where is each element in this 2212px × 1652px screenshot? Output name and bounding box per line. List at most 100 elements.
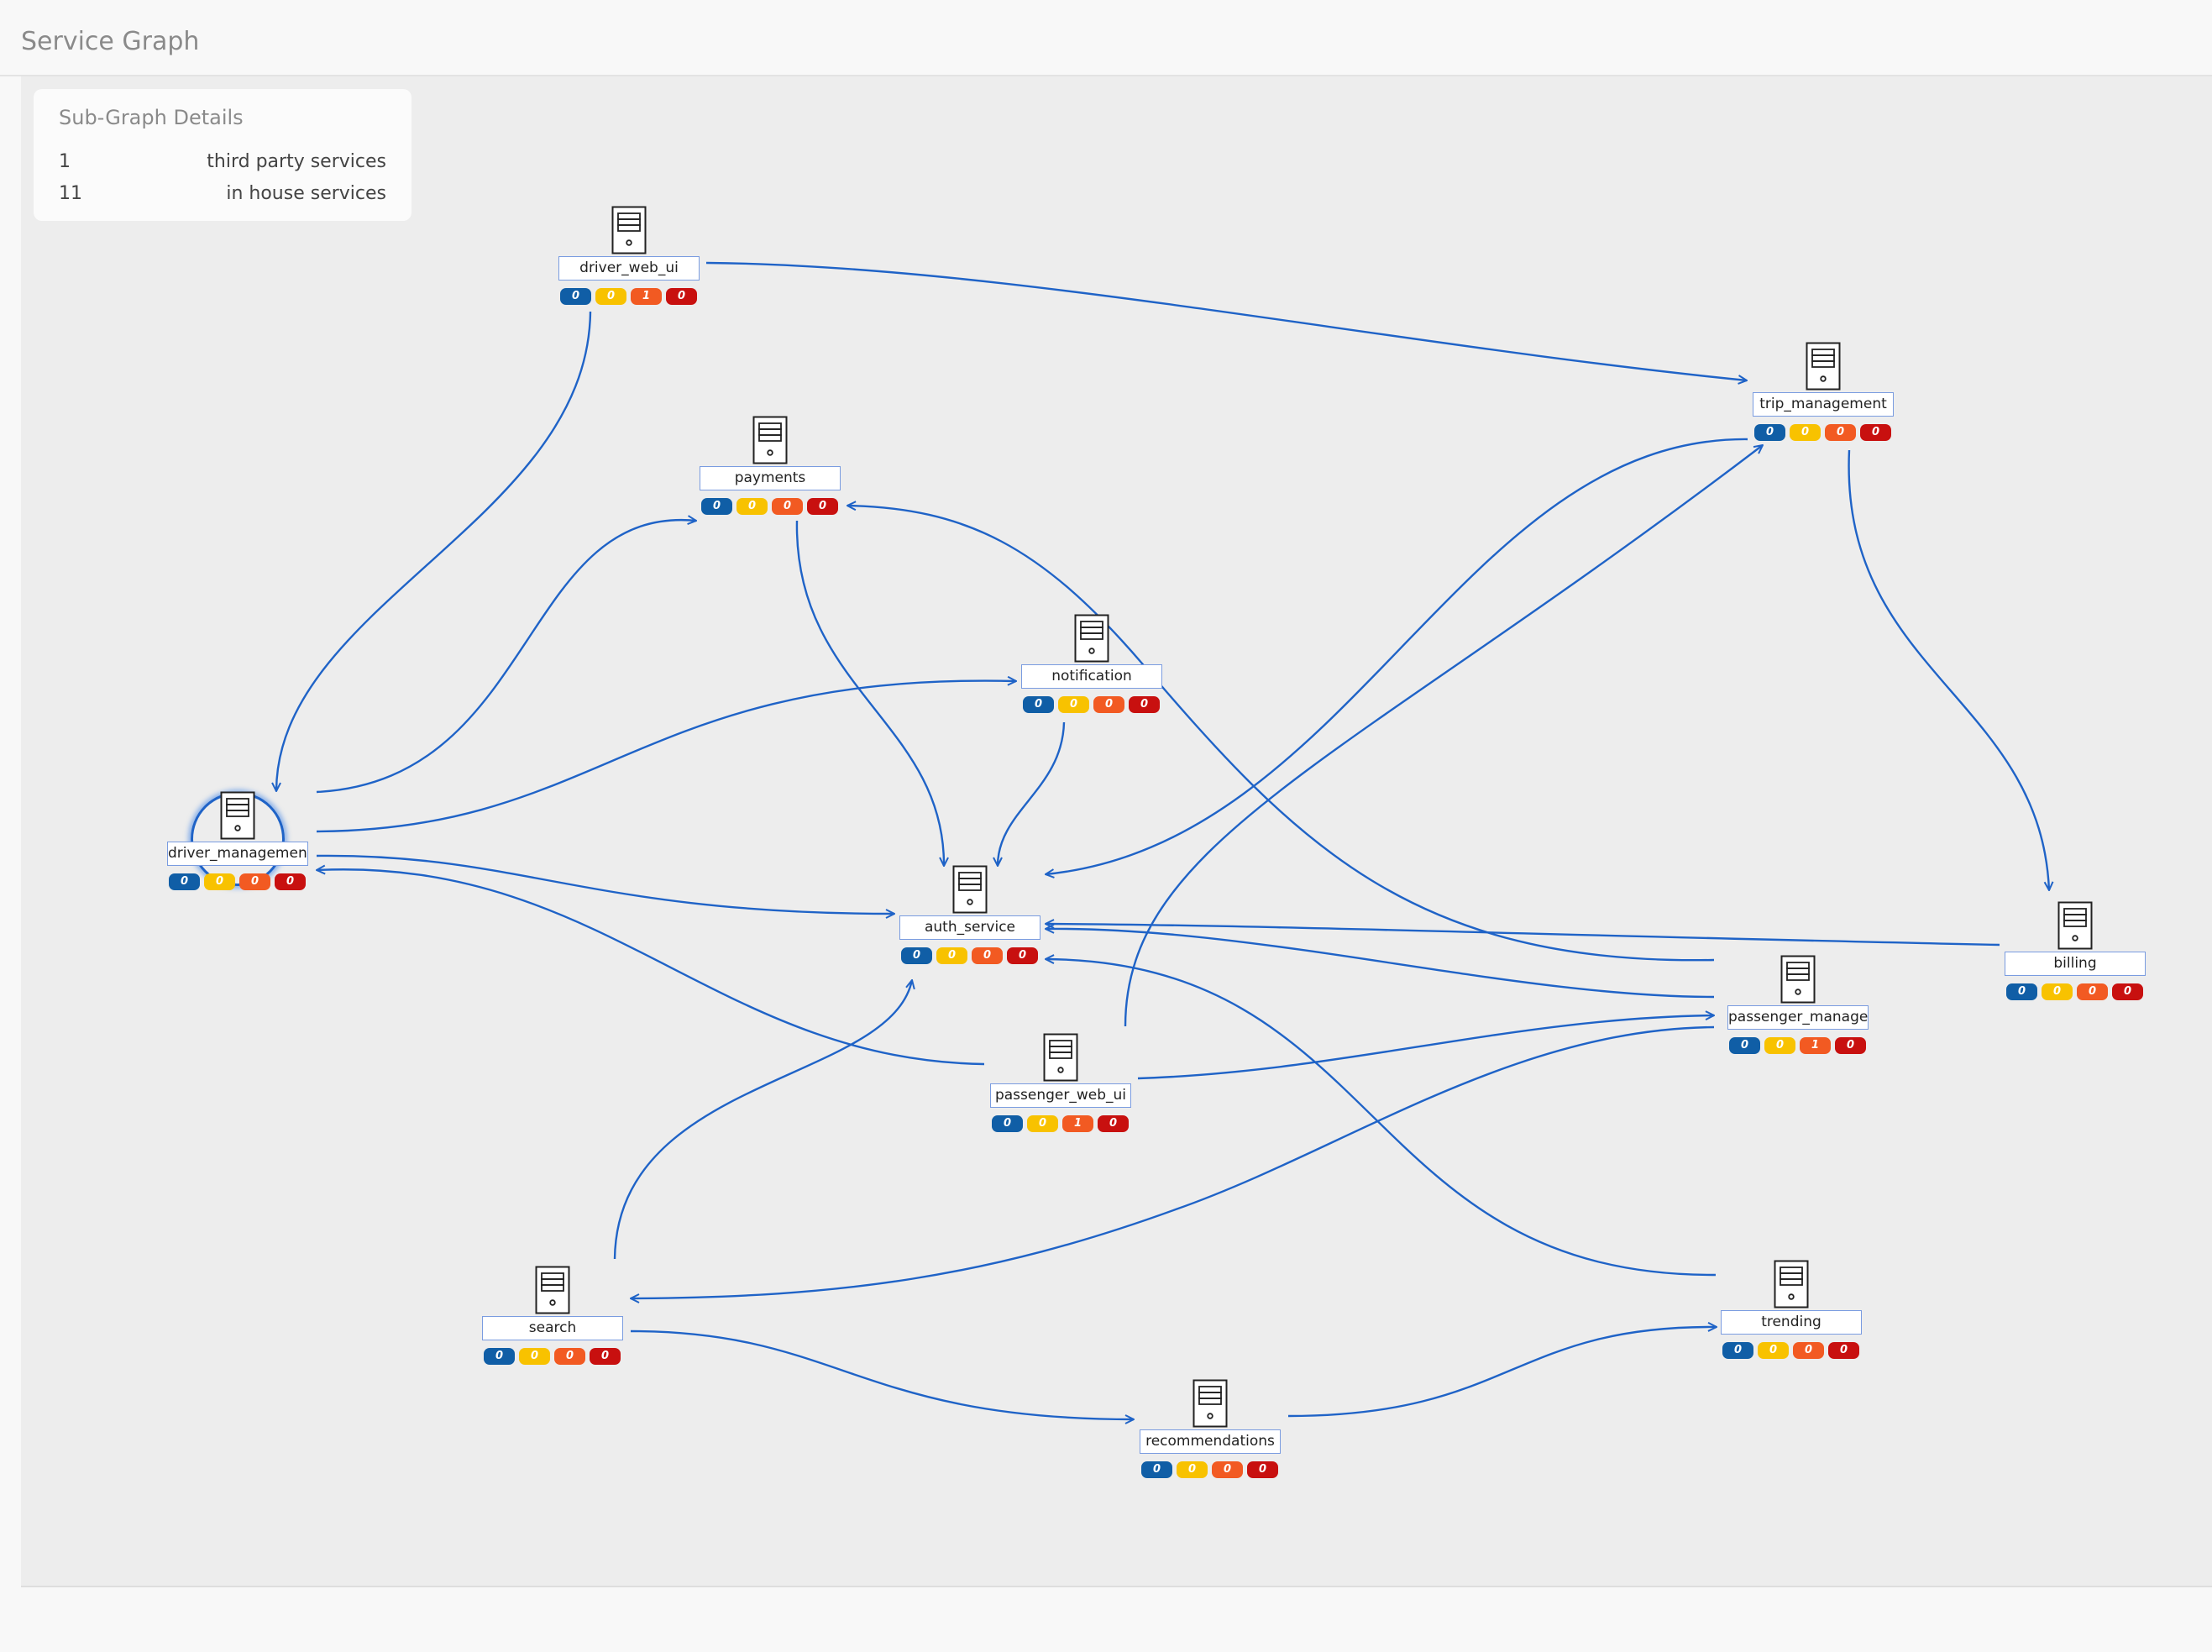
sub-graph-details-panel: Sub-Graph Details 1 third party services… bbox=[34, 89, 411, 221]
node-label[interactable]: trending bbox=[1721, 1310, 1862, 1335]
server-icon[interactable] bbox=[1774, 1260, 1809, 1308]
red-count-badge: 0 bbox=[666, 288, 697, 305]
red-count-badge: 0 bbox=[807, 498, 838, 515]
node-label[interactable]: passenger_web_ui bbox=[990, 1083, 1131, 1108]
server-icon[interactable] bbox=[1192, 1379, 1228, 1428]
third-party-count: 1 bbox=[59, 151, 71, 172]
red-count-badge: 0 bbox=[1007, 947, 1038, 964]
orange-count-badge: 0 bbox=[554, 1348, 585, 1365]
yellow-count-badge: 0 bbox=[1177, 1461, 1208, 1478]
graph-canvas[interactable] bbox=[21, 76, 2212, 1587]
node-label[interactable]: billing bbox=[2005, 952, 2146, 976]
edge-trip_management-to-billing bbox=[1848, 449, 2049, 890]
yellow-count-badge: 0 bbox=[519, 1348, 550, 1365]
red-count-badge: 0 bbox=[1247, 1461, 1278, 1478]
orange-count-badge: 0 bbox=[1093, 696, 1124, 713]
server-icon[interactable] bbox=[2057, 901, 2093, 950]
yellow-count-badge: 0 bbox=[1058, 696, 1089, 713]
red-count-badge: 0 bbox=[1129, 696, 1160, 713]
server-icon[interactable] bbox=[1780, 955, 1816, 1004]
orange-count-badge: 1 bbox=[1800, 1037, 1831, 1054]
blue-count-badge: 0 bbox=[701, 498, 732, 515]
server-icon[interactable] bbox=[752, 416, 788, 464]
yellow-count-badge: 0 bbox=[1027, 1115, 1058, 1132]
node-label[interactable]: notification bbox=[1021, 664, 1162, 689]
blue-count-badge: 0 bbox=[992, 1115, 1023, 1132]
red-count-badge: 0 bbox=[1828, 1342, 1859, 1359]
node-label[interactable]: payments bbox=[700, 466, 841, 490]
node-label[interactable]: passenger_management bbox=[1727, 1005, 1869, 1030]
red-count-badge: 0 bbox=[590, 1348, 621, 1365]
blue-count-badge: 0 bbox=[1722, 1342, 1753, 1359]
edge-trending-to-auth_service bbox=[1046, 959, 1717, 1277]
edge-passenger_management-to-payments bbox=[847, 506, 1715, 962]
orange-count-badge: 0 bbox=[239, 873, 270, 890]
node-label[interactable]: search bbox=[482, 1316, 623, 1340]
blue-count-badge: 0 bbox=[560, 288, 591, 305]
edge-recommendations-to-trending bbox=[1287, 1327, 1717, 1418]
server-icon[interactable] bbox=[220, 791, 255, 840]
blue-count-badge: 0 bbox=[1729, 1037, 1760, 1054]
server-icon[interactable] bbox=[1043, 1033, 1078, 1082]
orange-count-badge: 0 bbox=[1793, 1342, 1824, 1359]
edge-billing-to-auth_service bbox=[1046, 924, 2000, 947]
server-icon[interactable] bbox=[952, 865, 988, 914]
yellow-count-badge: 0 bbox=[1758, 1342, 1789, 1359]
edge-passenger_management-to-search bbox=[631, 1025, 1715, 1298]
yellow-count-badge: 0 bbox=[1790, 424, 1821, 441]
red-count-badge: 0 bbox=[275, 873, 306, 890]
node-label[interactable]: auth_service bbox=[899, 915, 1040, 940]
yellow-count-badge: 0 bbox=[936, 947, 967, 964]
orange-count-badge: 0 bbox=[1825, 424, 1856, 441]
yellow-count-badge: 0 bbox=[204, 873, 235, 890]
red-count-badge: 0 bbox=[1098, 1115, 1129, 1132]
node-label[interactable]: trip_management bbox=[1753, 392, 1894, 417]
edge-driver_web_ui-to-driver_management bbox=[276, 311, 592, 791]
yellow-count-badge: 0 bbox=[1764, 1037, 1795, 1054]
blue-count-badge: 0 bbox=[1141, 1461, 1172, 1478]
red-count-badge: 0 bbox=[1835, 1037, 1866, 1054]
orange-count-badge: 0 bbox=[2077, 983, 2108, 1000]
blue-count-badge: 0 bbox=[901, 947, 932, 964]
blue-count-badge: 0 bbox=[1754, 424, 1785, 441]
node-label[interactable]: recommendations bbox=[1140, 1429, 1281, 1454]
in-house-count: 11 bbox=[59, 183, 82, 204]
edge-driver_web_ui-to-trip_management bbox=[705, 261, 1747, 380]
sub-graph-details-title: Sub-Graph Details bbox=[59, 106, 244, 129]
edge-passenger_web_ui-to-trip_management bbox=[1124, 445, 1763, 1027]
blue-count-badge: 0 bbox=[484, 1348, 515, 1365]
orange-count-badge: 0 bbox=[1212, 1461, 1243, 1478]
server-icon[interactable] bbox=[535, 1266, 570, 1314]
orange-count-badge: 1 bbox=[1062, 1115, 1093, 1132]
blue-count-badge: 0 bbox=[1023, 696, 1054, 713]
blue-count-badge: 0 bbox=[169, 873, 200, 890]
yellow-count-badge: 0 bbox=[736, 498, 768, 515]
blue-count-badge: 0 bbox=[2006, 983, 2037, 1000]
page-title: Service Graph bbox=[21, 27, 200, 56]
yellow-count-badge: 0 bbox=[2042, 983, 2073, 1000]
server-icon[interactable] bbox=[1806, 342, 1841, 391]
edge-passenger_web_ui-to-driver_management bbox=[317, 869, 985, 1066]
server-icon[interactable] bbox=[1074, 614, 1109, 663]
node-label[interactable]: driver_management bbox=[167, 842, 308, 866]
edge-search-to-auth_service bbox=[613, 980, 912, 1260]
edge-passenger_management-to-auth_service bbox=[1046, 929, 1715, 999]
server-icon[interactable] bbox=[611, 206, 647, 254]
edge-search-to-recommendations bbox=[630, 1329, 1134, 1419]
header-divider bbox=[0, 75, 2212, 76]
edge-driver_management-to-auth_service bbox=[316, 854, 894, 914]
node-label[interactable]: driver_web_ui bbox=[558, 256, 700, 281]
red-count-badge: 0 bbox=[1860, 424, 1891, 441]
third-party-label: third party services bbox=[207, 151, 386, 172]
edge-payments-to-auth_service bbox=[795, 520, 944, 866]
